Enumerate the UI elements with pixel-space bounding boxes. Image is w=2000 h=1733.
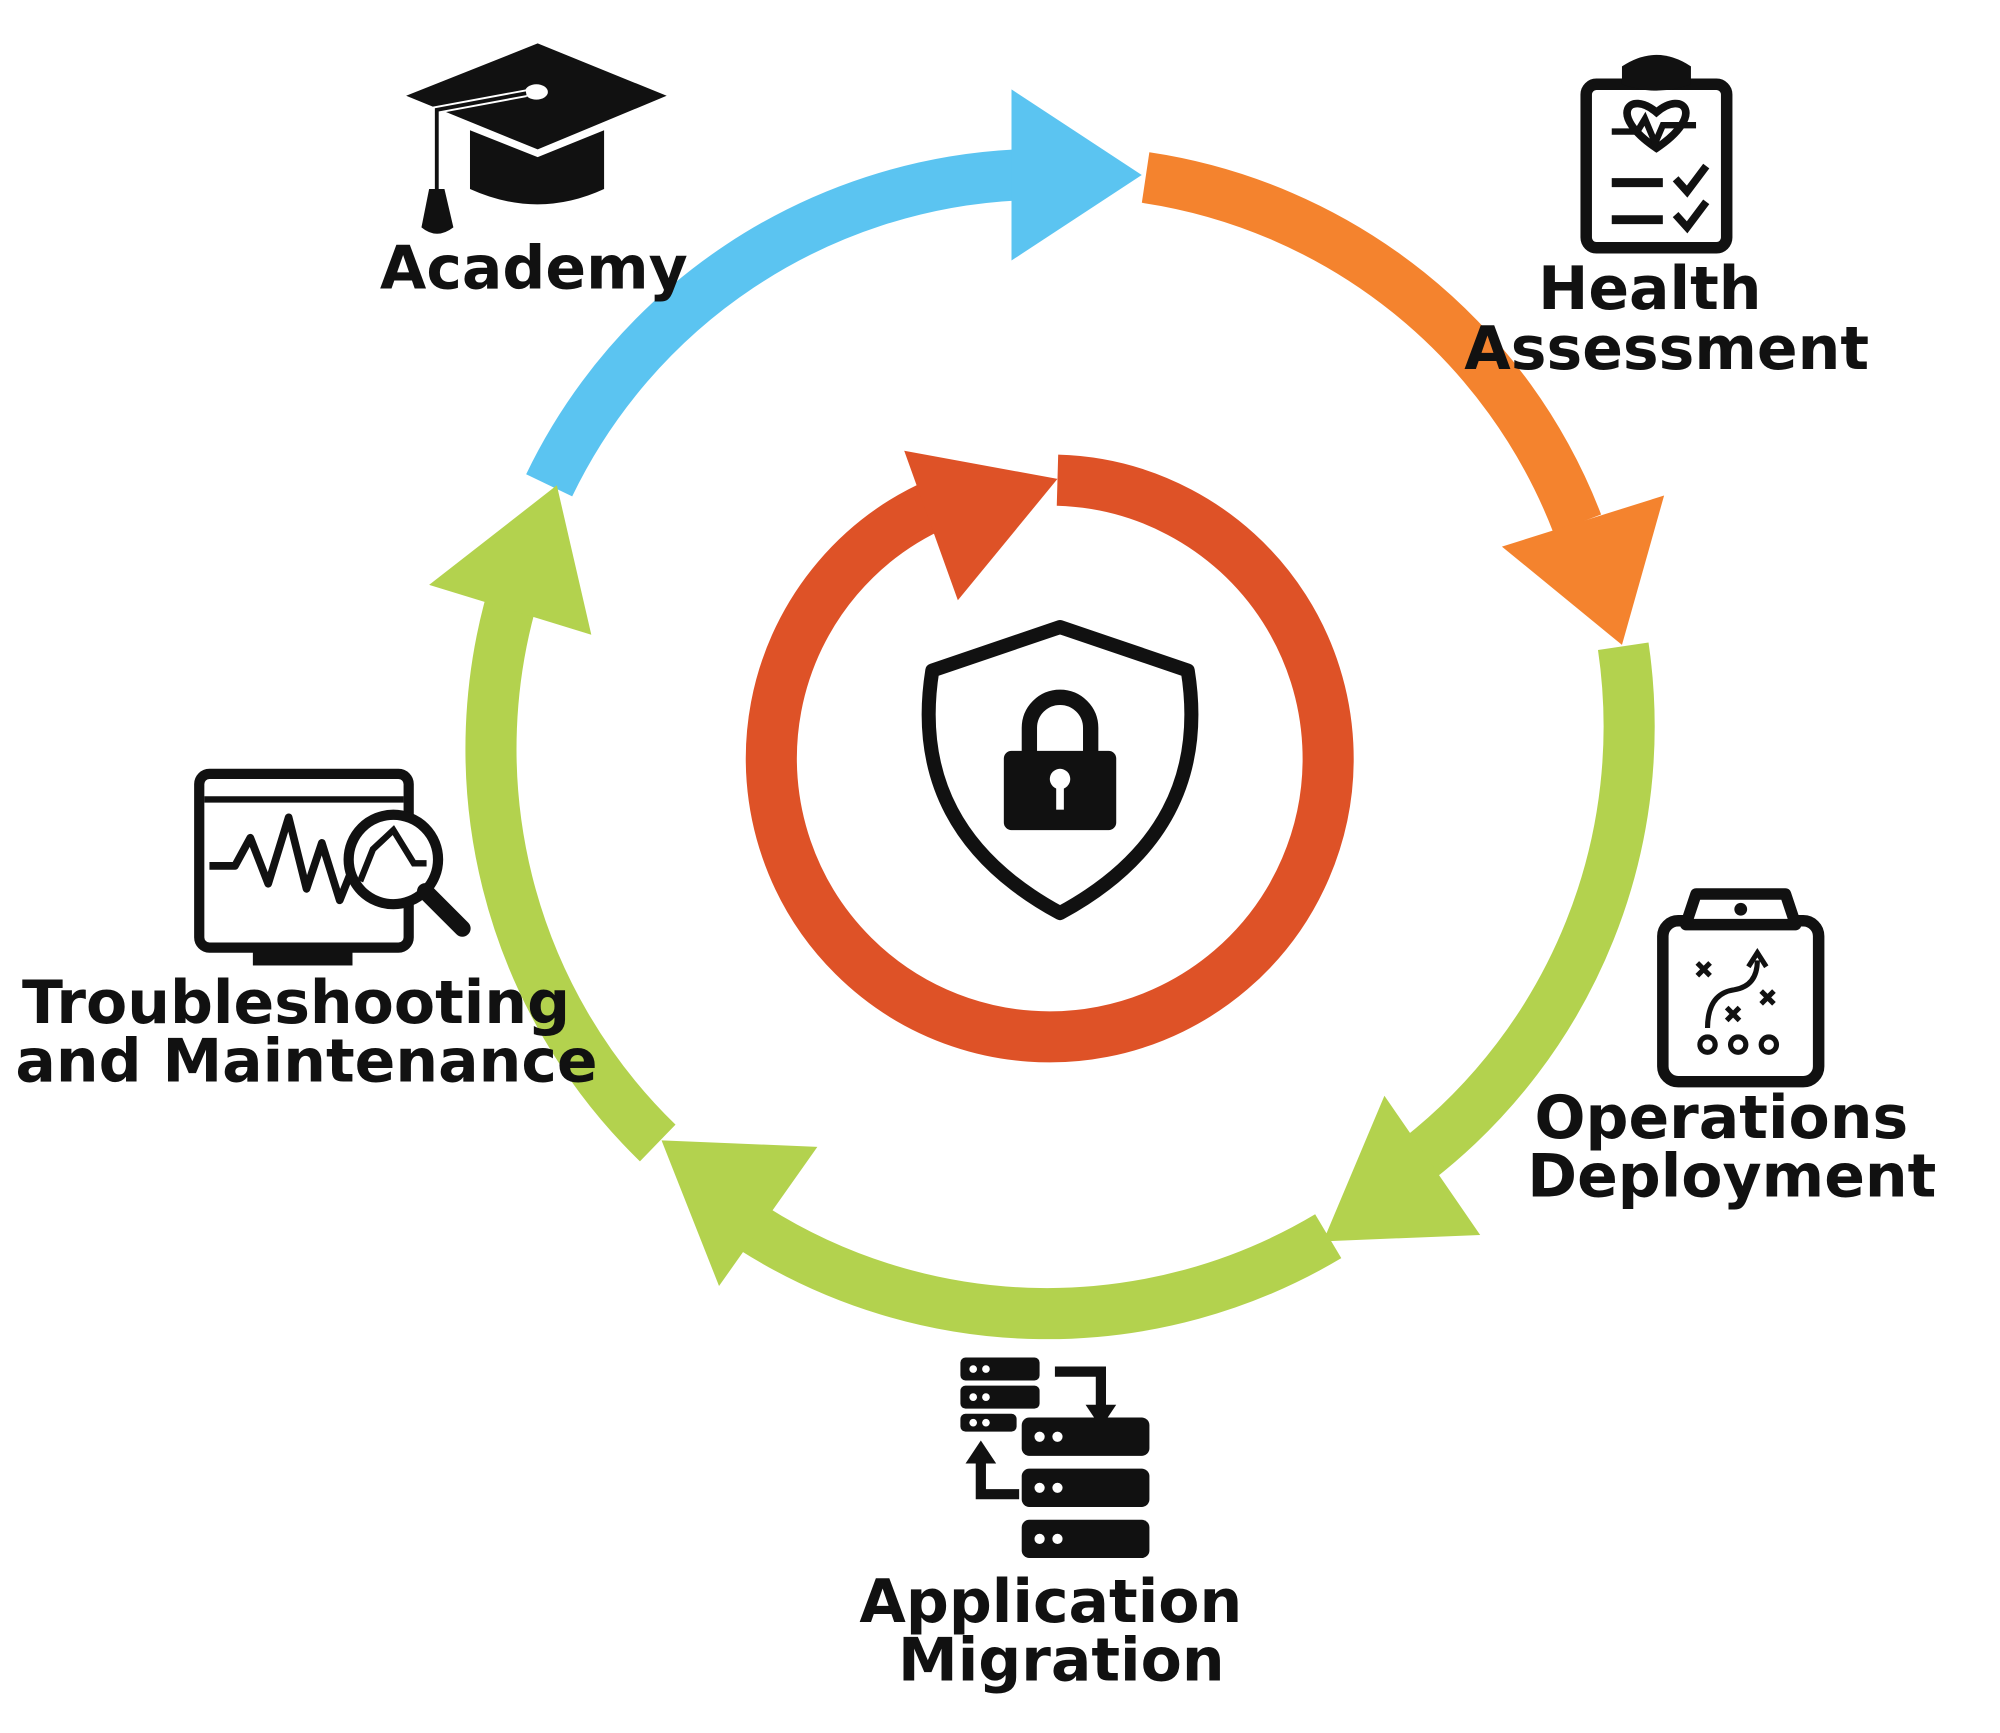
health-assessment-arc-arrow [1141, 152, 1665, 645]
health-assessment-arrowhead [1501, 495, 1665, 645]
stage-label-troubleshooting-maintenance: Troubleshooting and Maintenance [15, 968, 597, 1097]
stage-label-line: Troubleshooting [22, 968, 570, 1038]
stage-label-line: Application [859, 1567, 1242, 1637]
troubleshooting-arc [465, 573, 676, 1162]
monitor-analysis-icon [194, 768, 471, 966]
health-assessment-arc [1141, 152, 1602, 533]
operations-deployment-arrowhead [1323, 1095, 1481, 1242]
operations-deployment-arc [1401, 642, 1655, 1180]
stage-label-operations-deployment: Operations Deployment [1527, 1083, 1936, 1212]
troubleshooting-arrowhead [429, 485, 592, 635]
stage-label-line: and Maintenance [15, 1027, 597, 1097]
health-clipboard-icon [1580, 54, 1733, 254]
application-migration-arrowhead [661, 1140, 818, 1287]
academy-arc [526, 149, 1017, 497]
server-migration-icon [960, 1357, 1150, 1559]
security-shield-lock-icon [921, 620, 1199, 921]
stage-label-application-migration: Application Migration [859, 1567, 1263, 1696]
security-ring-arrow [745, 450, 1354, 1063]
stage-label-line: Health [1538, 254, 1761, 324]
security-ring-arrowhead [904, 450, 1058, 601]
application-migration-arc-arrow [661, 1140, 1342, 1340]
strategy-clipboard-icon [1657, 888, 1825, 1088]
graduation-cap-icon [406, 43, 667, 234]
operations-deployment-arc-arrow [1323, 642, 1655, 1242]
stage-label-health-assessment: Health Assessment [1464, 254, 1869, 384]
stage-label-line: Academy [380, 234, 688, 304]
stage-label-line: Assessment [1464, 314, 1869, 384]
application-migration-arc [739, 1206, 1342, 1340]
troubleshooting-arc-arrow [429, 485, 676, 1162]
stage-label-academy: Academy [380, 234, 688, 304]
academy-arc-arrow [526, 89, 1142, 497]
academy-arrowhead [1011, 89, 1142, 261]
stage-label-line: Migration [898, 1626, 1225, 1696]
stage-label-line: Deployment [1527, 1142, 1936, 1212]
security-ring [745, 454, 1354, 1063]
stage-label-line: Operations [1534, 1083, 1908, 1153]
